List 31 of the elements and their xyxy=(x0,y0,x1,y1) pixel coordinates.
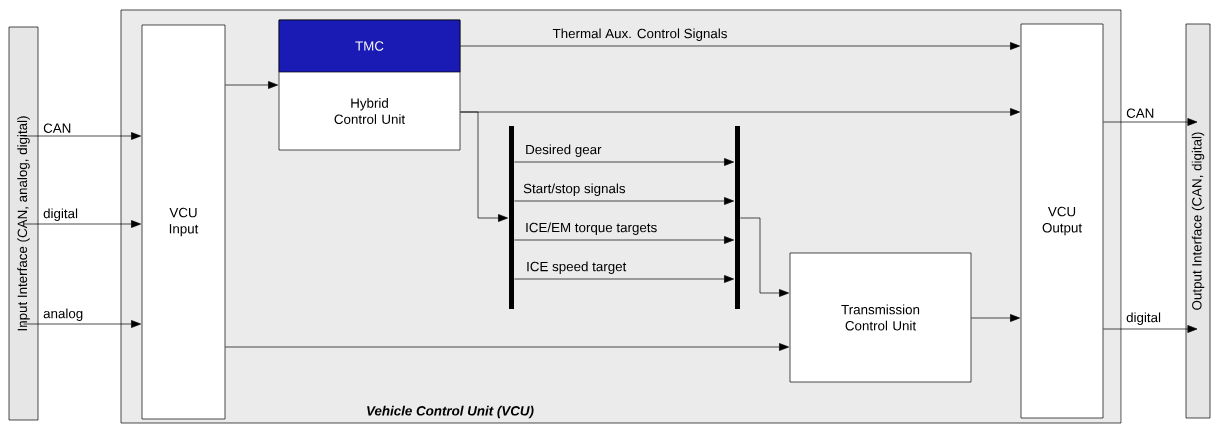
arrow xyxy=(514,275,734,283)
edge-label: Start/stop signals xyxy=(523,183,626,196)
interface-band: Input Interface (CAN, analog, digital) xyxy=(8,26,39,421)
edge-label: digital xyxy=(43,208,78,221)
arrow xyxy=(740,217,789,297)
arrow xyxy=(225,343,789,351)
edge-label: ICE speed target xyxy=(527,261,627,274)
process-box: Transmission Control Unit xyxy=(789,252,972,383)
arrow xyxy=(225,81,278,89)
edge-label: CAN xyxy=(43,123,71,133)
arrow xyxy=(460,111,508,222)
edge-label: Desired gear xyxy=(526,144,602,157)
arrow xyxy=(971,314,1020,322)
arrow xyxy=(514,236,734,244)
edge-label: CAN xyxy=(1126,108,1154,118)
arrow xyxy=(23,320,141,328)
process-box: VCU Input xyxy=(141,24,226,420)
process-box: TMC Hybrid Control Unit xyxy=(278,19,461,151)
arrow xyxy=(514,197,734,205)
arrow xyxy=(514,158,734,166)
edge-label: digital xyxy=(1126,312,1161,325)
edge-label: analog xyxy=(43,308,83,321)
arrow xyxy=(460,42,1020,50)
arrow xyxy=(23,132,141,140)
edge-label: Thermal Aux. Control Signals xyxy=(552,28,727,41)
process-box: VCU Output xyxy=(1020,23,1104,419)
arrow xyxy=(1103,118,1198,126)
edge-label: ICE/EM torque targets xyxy=(526,222,657,235)
arrow xyxy=(1103,325,1198,333)
interface-band: Output Interface (CAN, digital) xyxy=(1185,23,1211,419)
arrow xyxy=(23,220,141,228)
